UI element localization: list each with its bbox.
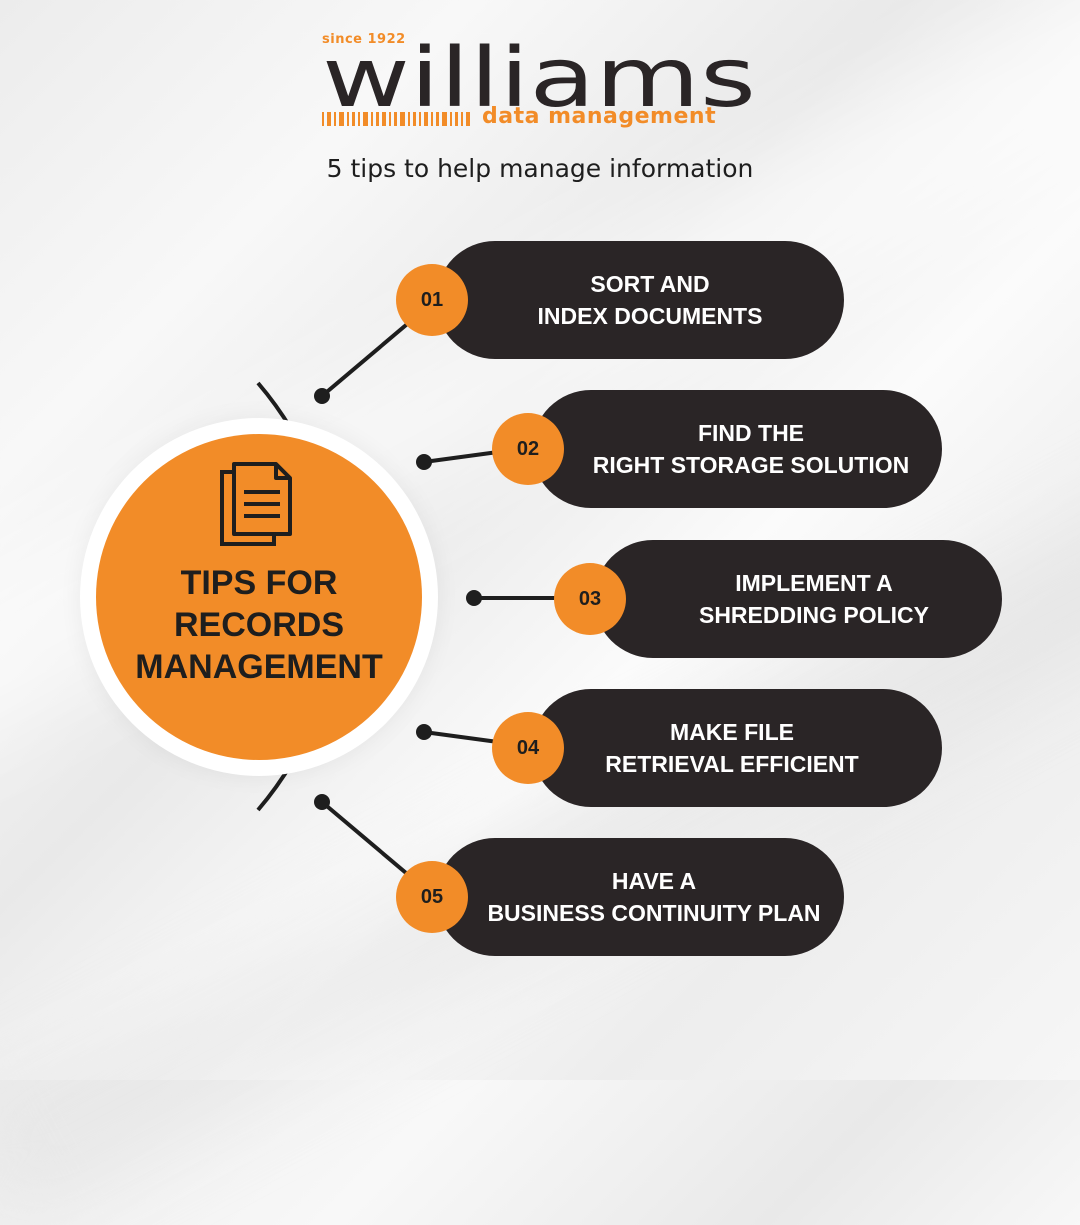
- tip-number-badge-04: 04: [492, 712, 564, 784]
- connector-line-04: [423, 730, 499, 744]
- logo-subtitle: data management: [482, 104, 717, 129]
- hub-title-line: RECORDS: [173, 606, 345, 644]
- logo-wordmark-text: williams: [322, 38, 756, 126]
- hub-title-line: TIPS FOR: [180, 564, 338, 602]
- logo-since-text: since 1922: [322, 32, 406, 47]
- hub-title-line: MANAGEMENT: [135, 648, 383, 686]
- tip-card-04: MAKE FILE RETRIEVAL EFFICIENT: [532, 689, 942, 807]
- connector-line-02: [423, 450, 499, 464]
- tip-text-line: RETRIEVAL EFFICIENT: [605, 751, 859, 777]
- tip-text-line: SHREDDING POLICY: [698, 602, 930, 628]
- tip-text-line: BUSINESS CONTINUITY PLAN: [487, 900, 821, 926]
- tip-number-badge-05: 05: [396, 861, 468, 933]
- document-stack-icon: [220, 462, 292, 546]
- tip-card-02: FIND THE RIGHT STORAGE SOLUTION: [532, 390, 942, 508]
- connector-line-01: [320, 318, 414, 398]
- hub-circle: TIPS FOR RECORDS MANAGEMENT: [96, 434, 422, 760]
- williams-logo: since 1922 williams data management: [322, 30, 762, 130]
- tip-text-line: FIND THE: [697, 420, 805, 446]
- tip-label: SORT AND INDEX DOCUMENTS: [476, 241, 824, 359]
- tip-card-05: HAVE A BUSINESS CONTINUITY PLAN: [436, 838, 844, 956]
- barcode-stripes-icon: [322, 112, 470, 126]
- tip-number-badge-03: 03: [554, 563, 626, 635]
- tip-text-line: SORT AND: [590, 271, 710, 297]
- connector-dot-04: [416, 724, 432, 740]
- connector-line-05: [320, 800, 414, 880]
- tip-label: IMPLEMENT A SHREDDING POLICY: [614, 540, 1014, 658]
- tip-label: HAVE A BUSINESS CONTINUITY PLAN: [446, 838, 862, 956]
- tip-card-03: IMPLEMENT A SHREDDING POLICY: [594, 540, 1002, 658]
- tip-text-line: MAKE FILE: [670, 719, 794, 745]
- tip-number-badge-01: 01: [396, 264, 468, 336]
- logo-wordmark: williams: [322, 38, 756, 126]
- tip-text-line: HAVE A: [611, 868, 697, 894]
- tip-text-line: INDEX DOCUMENTS: [537, 303, 763, 329]
- connector-dot-03: [466, 590, 482, 606]
- tip-number-badge-02: 02: [492, 413, 564, 485]
- connector-dot-05: [314, 794, 330, 810]
- tip-text-line: IMPLEMENT A: [735, 570, 893, 596]
- tip-card-01: SORT AND INDEX DOCUMENTS: [436, 241, 844, 359]
- tip-label: FIND THE RIGHT STORAGE SOLUTION: [556, 390, 946, 508]
- connector-dot-02: [416, 454, 432, 470]
- hub-title: TIPS FOR RECORDS MANAGEMENT: [96, 562, 422, 688]
- connector-dot-01: [314, 388, 330, 404]
- tip-text-line: RIGHT STORAGE SOLUTION: [592, 452, 910, 478]
- tagline: 5 tips to help manage information: [326, 154, 754, 183]
- tip-label: MAKE FILE RETRIEVAL EFFICIENT: [542, 689, 922, 807]
